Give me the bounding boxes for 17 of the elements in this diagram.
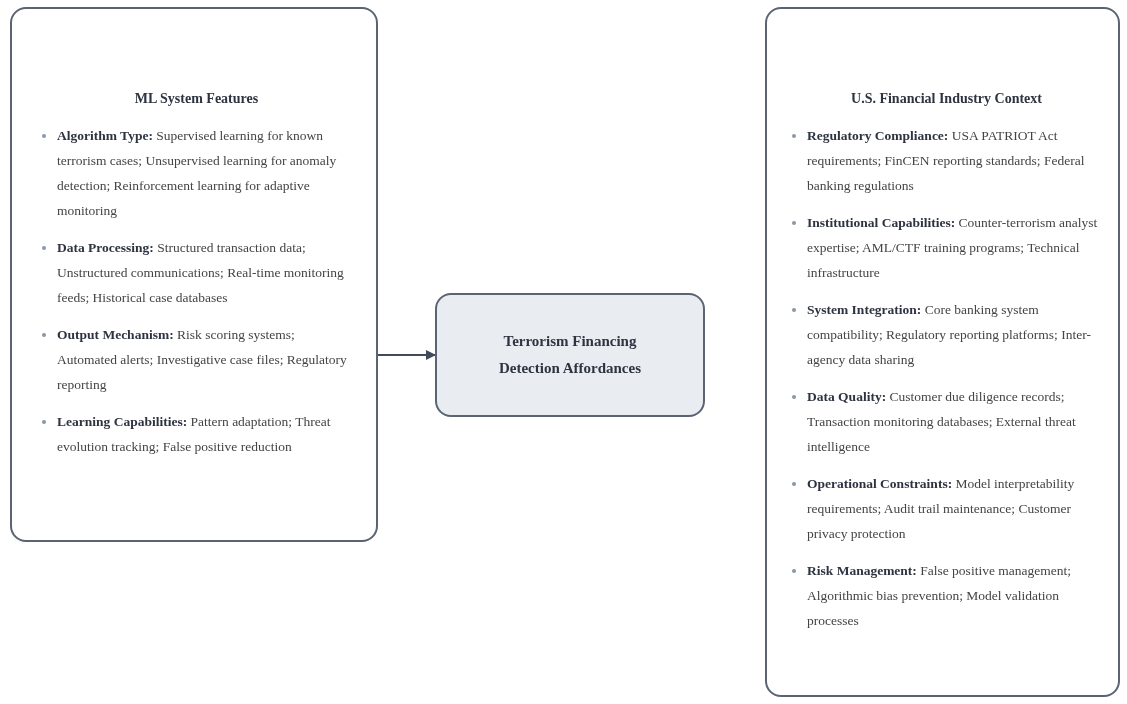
node-heading: Terrorism Financing Detection Affordances: [497, 332, 642, 378]
bullet-text: Operational Constraints: Model interpretability requirements; Audit trail maintenance; Customer privacy protection: [807, 476, 1075, 541]
arrow: [377, 350, 436, 360]
bullet-text: Output Mechanism: Risk scoring systems; Automated alerts; Investigative case files; Regulatory reporting: [57, 327, 347, 392]
bullet-text: Institutional Capabilities: Counter-terrorism analyst expertise; AML/CTF training programs; Technical infrastructure: [807, 215, 1098, 280]
bullet-text: Regulatory Compliance: USA PATRIOT Act requirements; FinCEN reporting standards; Federal banking regulations: [807, 128, 1085, 193]
bullet-text: Data Quality: Customer due diligence records; Transaction monitoring databases; External threat intelligence: [807, 389, 1076, 454]
bullet-text: Algorithm Type: Supervised learning for known terrorism cases; Unsupervised learning for anomaly detection; Reinforcement learning for adaptive monitoring: [57, 128, 337, 218]
bullet-text: Learning Capabilities: Pattern adaptation; Threat evolution tracking; False positive reduction: [57, 414, 331, 454]
node-heading: ML System Features: [133, 91, 260, 107]
node-heading: U.S. Financial Industry Context: [850, 91, 1043, 107]
bullet-text: Data Processing: Structured transaction data; Unstructured communications; Real-time monitoring feeds; Historical case databases: [57, 240, 344, 305]
bullet-text: Risk Management: False positive management; Algorithmic bias prevention; Model validation processes: [807, 563, 1071, 628]
process-box: [435, 293, 705, 417]
bullet-text: System Integration: Core banking system compatibility; Regulatory reporting platforms; Inter-agency data sharing: [807, 302, 1091, 367]
panel-box: [765, 7, 1120, 697]
panel-box: [10, 7, 378, 542]
